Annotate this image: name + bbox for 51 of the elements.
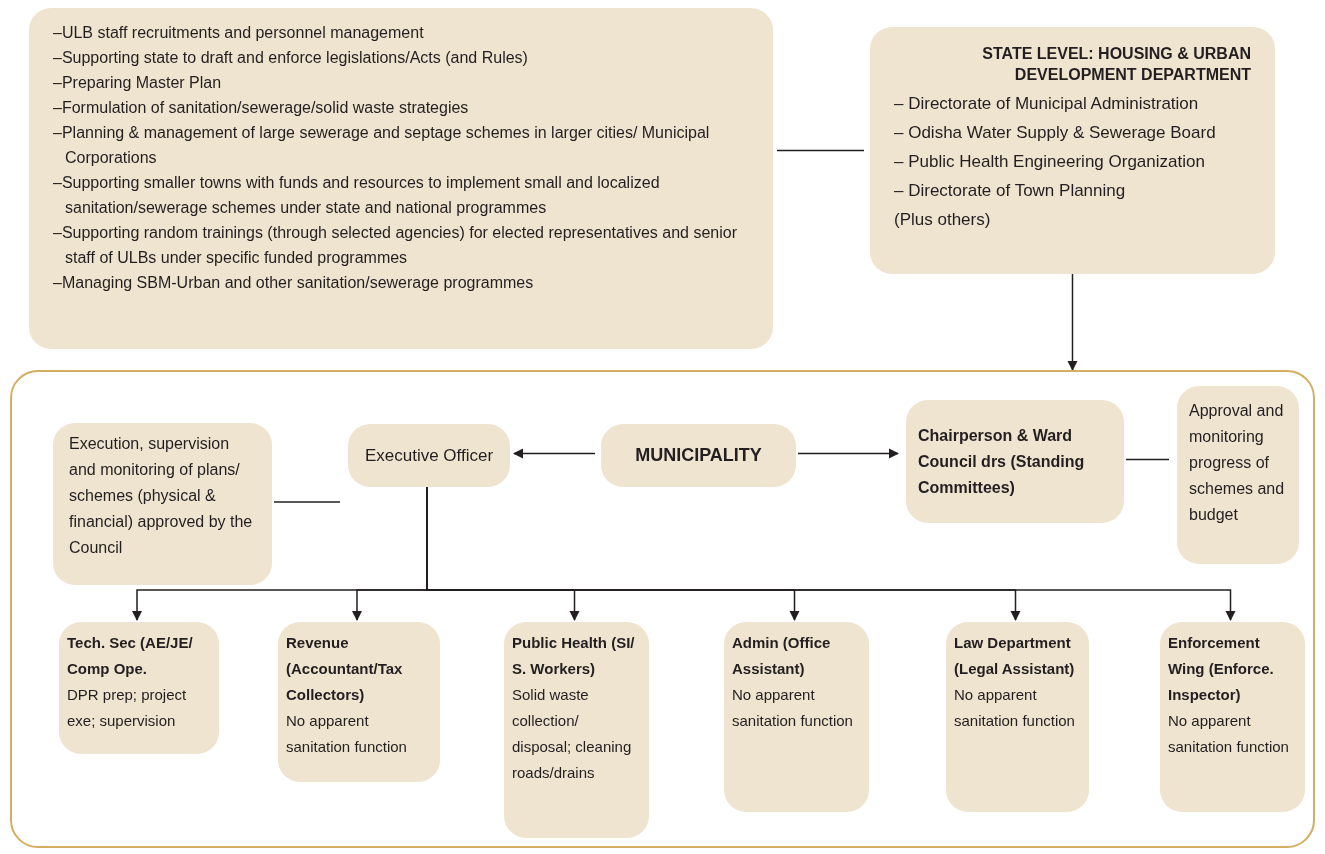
node-text: No apparent sanitation function bbox=[732, 685, 854, 731]
node-text: No apparent sanitation function bbox=[286, 711, 408, 757]
node-text: DPR prep; project exe; supervision bbox=[67, 685, 188, 731]
heading: Revenue (Accountant/Tax Collectors) bbox=[286, 633, 404, 705]
org-box bbox=[278, 622, 440, 782]
node-text: Approval and monitoring progress of schemes and budget bbox=[1189, 401, 1286, 525]
list-item: –Managing SBM-Urban and other sanitation/sewerage programmes bbox=[53, 273, 535, 293]
heading: Enforcement Wing (Enforce. Inspector) bbox=[1168, 633, 1275, 705]
node-text: No apparent sanitation function bbox=[1168, 711, 1290, 757]
list-item: – Odisha Water Supply & Sewerage Board bbox=[894, 122, 1217, 144]
list-item: – Directorate of Municipal Administration bbox=[894, 93, 1200, 115]
node-text: No apparent sanitation function bbox=[954, 685, 1076, 731]
org-box bbox=[59, 622, 219, 754]
node-text: Chairperson & Ward Council drs (Standing Committees) bbox=[918, 425, 1086, 498]
org-box bbox=[53, 423, 272, 585]
list-item: –Planning & management of large sewerage and septage schemes in larger cities/ Municipal Corporations bbox=[53, 123, 711, 168]
list-item: (Plus others) bbox=[894, 209, 992, 231]
connector-line bbox=[1125, 458, 1170, 461]
arrow bbox=[1067, 273, 1078, 372]
list-item: –Supporting random trainings (through selected agencies) for elected representatives and senior staff of ULBs under specific funded programmes bbox=[53, 223, 738, 268]
list-item: STATE LEVEL: HOUSING & URBAN DEVELOPMENT DEPARTMENT bbox=[981, 44, 1251, 85]
list-item: –Formulation of sanitation/sewerage/solid waste strategies bbox=[53, 98, 470, 118]
list-item: – Directorate of Town Planning bbox=[894, 180, 1127, 202]
municipality-frame bbox=[10, 370, 1315, 848]
node-text: Executive Officer bbox=[364, 444, 494, 467]
list-item: – Public Health Engineering Organization bbox=[894, 151, 1206, 173]
org-box bbox=[946, 622, 1089, 812]
heading: Admin (Office Assistant) bbox=[732, 633, 832, 679]
node-text: MUNICIPALITY bbox=[635, 444, 762, 467]
org-box bbox=[906, 400, 1124, 523]
org-box bbox=[348, 424, 510, 487]
org-box bbox=[601, 424, 796, 487]
org-box bbox=[29, 8, 773, 349]
org-box bbox=[1160, 622, 1305, 812]
connector-line bbox=[273, 501, 341, 503]
org-box bbox=[870, 27, 1275, 274]
heading: Tech. Sec (AE/JE/ Comp Ope. bbox=[67, 633, 194, 679]
arrow bbox=[797, 448, 900, 459]
org-box bbox=[1177, 386, 1299, 564]
heading: Law Department (Legal Assistant) bbox=[954, 633, 1076, 679]
list-item: –Supporting smaller towns with funds and resources to implement small and localized sanitation/sewerage schemes under state and national programmes bbox=[53, 173, 661, 218]
list-item: –Supporting state to draft and enforce legislations/Acts (and Rules) bbox=[53, 48, 529, 68]
org-box bbox=[724, 622, 869, 812]
org-box bbox=[504, 622, 649, 838]
heading: Public Health (SI/ S. Workers) bbox=[512, 633, 636, 679]
list-item: –ULB staff recruitments and personnel management bbox=[53, 23, 425, 43]
node-text: Execution, supervision and monitoring of plans/ schemes (physical & financial) approved by the Council bbox=[69, 434, 254, 558]
arrow bbox=[512, 448, 596, 459]
connector-line bbox=[776, 149, 865, 152]
list-item: –Preparing Master Plan bbox=[53, 73, 223, 93]
node-text: Solid waste collection/ disposal; cleaning roads/drains bbox=[512, 685, 633, 783]
